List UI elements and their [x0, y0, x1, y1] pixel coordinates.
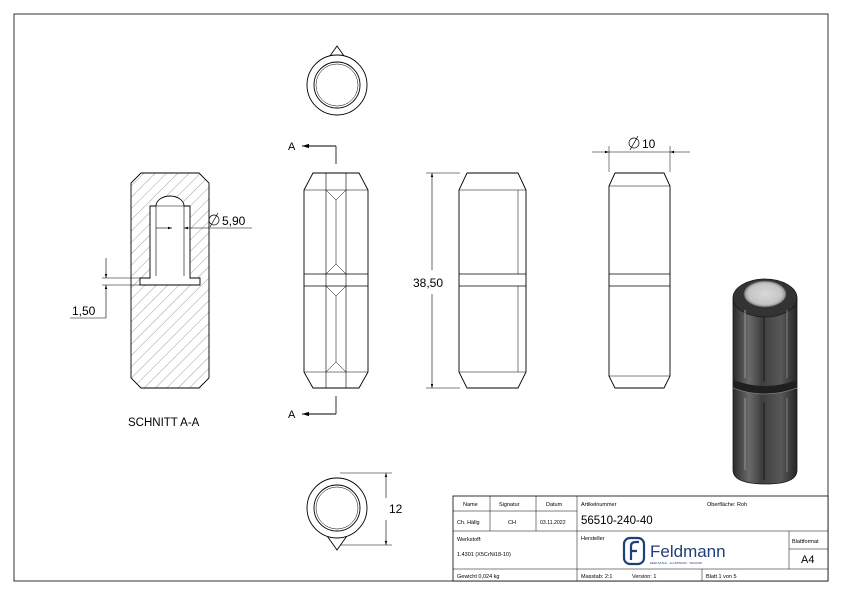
section-label: SCHNITT A-A: [128, 417, 200, 429]
hinge-pin-3d-render: [732, 278, 798, 485]
top-end-view: [306, 45, 368, 116]
signatur-value: CH: [508, 520, 516, 526]
title-block: Name Signatur Datum Ch. Hällg CH 03.11.2…: [452, 495, 829, 582]
bottom-end-view: 12: [306, 472, 403, 551]
massstab: Masstab: 2:1: [581, 574, 613, 580]
sheet-frame: [13, 13, 829, 582]
dim-bore-diameter: 5,90: [208, 212, 246, 228]
section-view-a-a: 5,90 1,50 SCHNITT A-A: [70, 172, 252, 429]
section-bore-cavity: [139, 195, 201, 286]
dim-bore-label: 5,90: [222, 214, 246, 228]
artikelnummer-label: Artikelnummer: [581, 502, 617, 508]
version: Version: 1: [632, 574, 656, 580]
dim-offset-label: 1,50: [72, 304, 96, 318]
blatt: Blatt 1 von 5: [706, 574, 737, 580]
blattformat-value: A4: [801, 554, 814, 566]
cut-marker-bottom: A: [288, 409, 296, 421]
brand-tagline: EDELSTAHL · ALUMINIUM · TECHNIK: [650, 561, 702, 565]
dim-length-label: 38,50: [413, 276, 443, 290]
hersteller-label: Hersteller: [581, 536, 605, 542]
col-signatur: Signatur: [499, 502, 520, 508]
front-view-grooved: A A: [288, 141, 369, 421]
dim-width-label: 12: [389, 502, 403, 516]
werkstoff-label: Werkstoff:: [457, 537, 482, 543]
col-datum: Datum: [546, 502, 563, 508]
datum-value: 03.11.2022: [540, 520, 566, 526]
brand-name: Feldmann: [650, 542, 726, 561]
plain-view: 10: [592, 135, 690, 389]
werkstoff-value: 1.4301 (X5CrNi18-10): [457, 552, 511, 558]
blattformat-label: Blattformat: [792, 539, 819, 545]
cut-marker-top: A: [288, 141, 296, 153]
oberflaeche: Oberfläche: Roh: [707, 502, 747, 508]
col-name: Name: [463, 502, 478, 508]
artikelnummer-value: 56510-240-40: [581, 515, 653, 527]
side-view: 38,50: [413, 172, 527, 389]
dim-diameter-label: 10: [642, 137, 656, 151]
gewicht: Gewicht 0,024 kg: [457, 574, 500, 580]
feldmann-logo: Feldmann EDELSTAHL · ALUMINIUM · TECHNIK: [622, 536, 726, 566]
dim-diameter: 10: [628, 135, 656, 151]
name-value: Ch. Hällg: [457, 520, 480, 526]
